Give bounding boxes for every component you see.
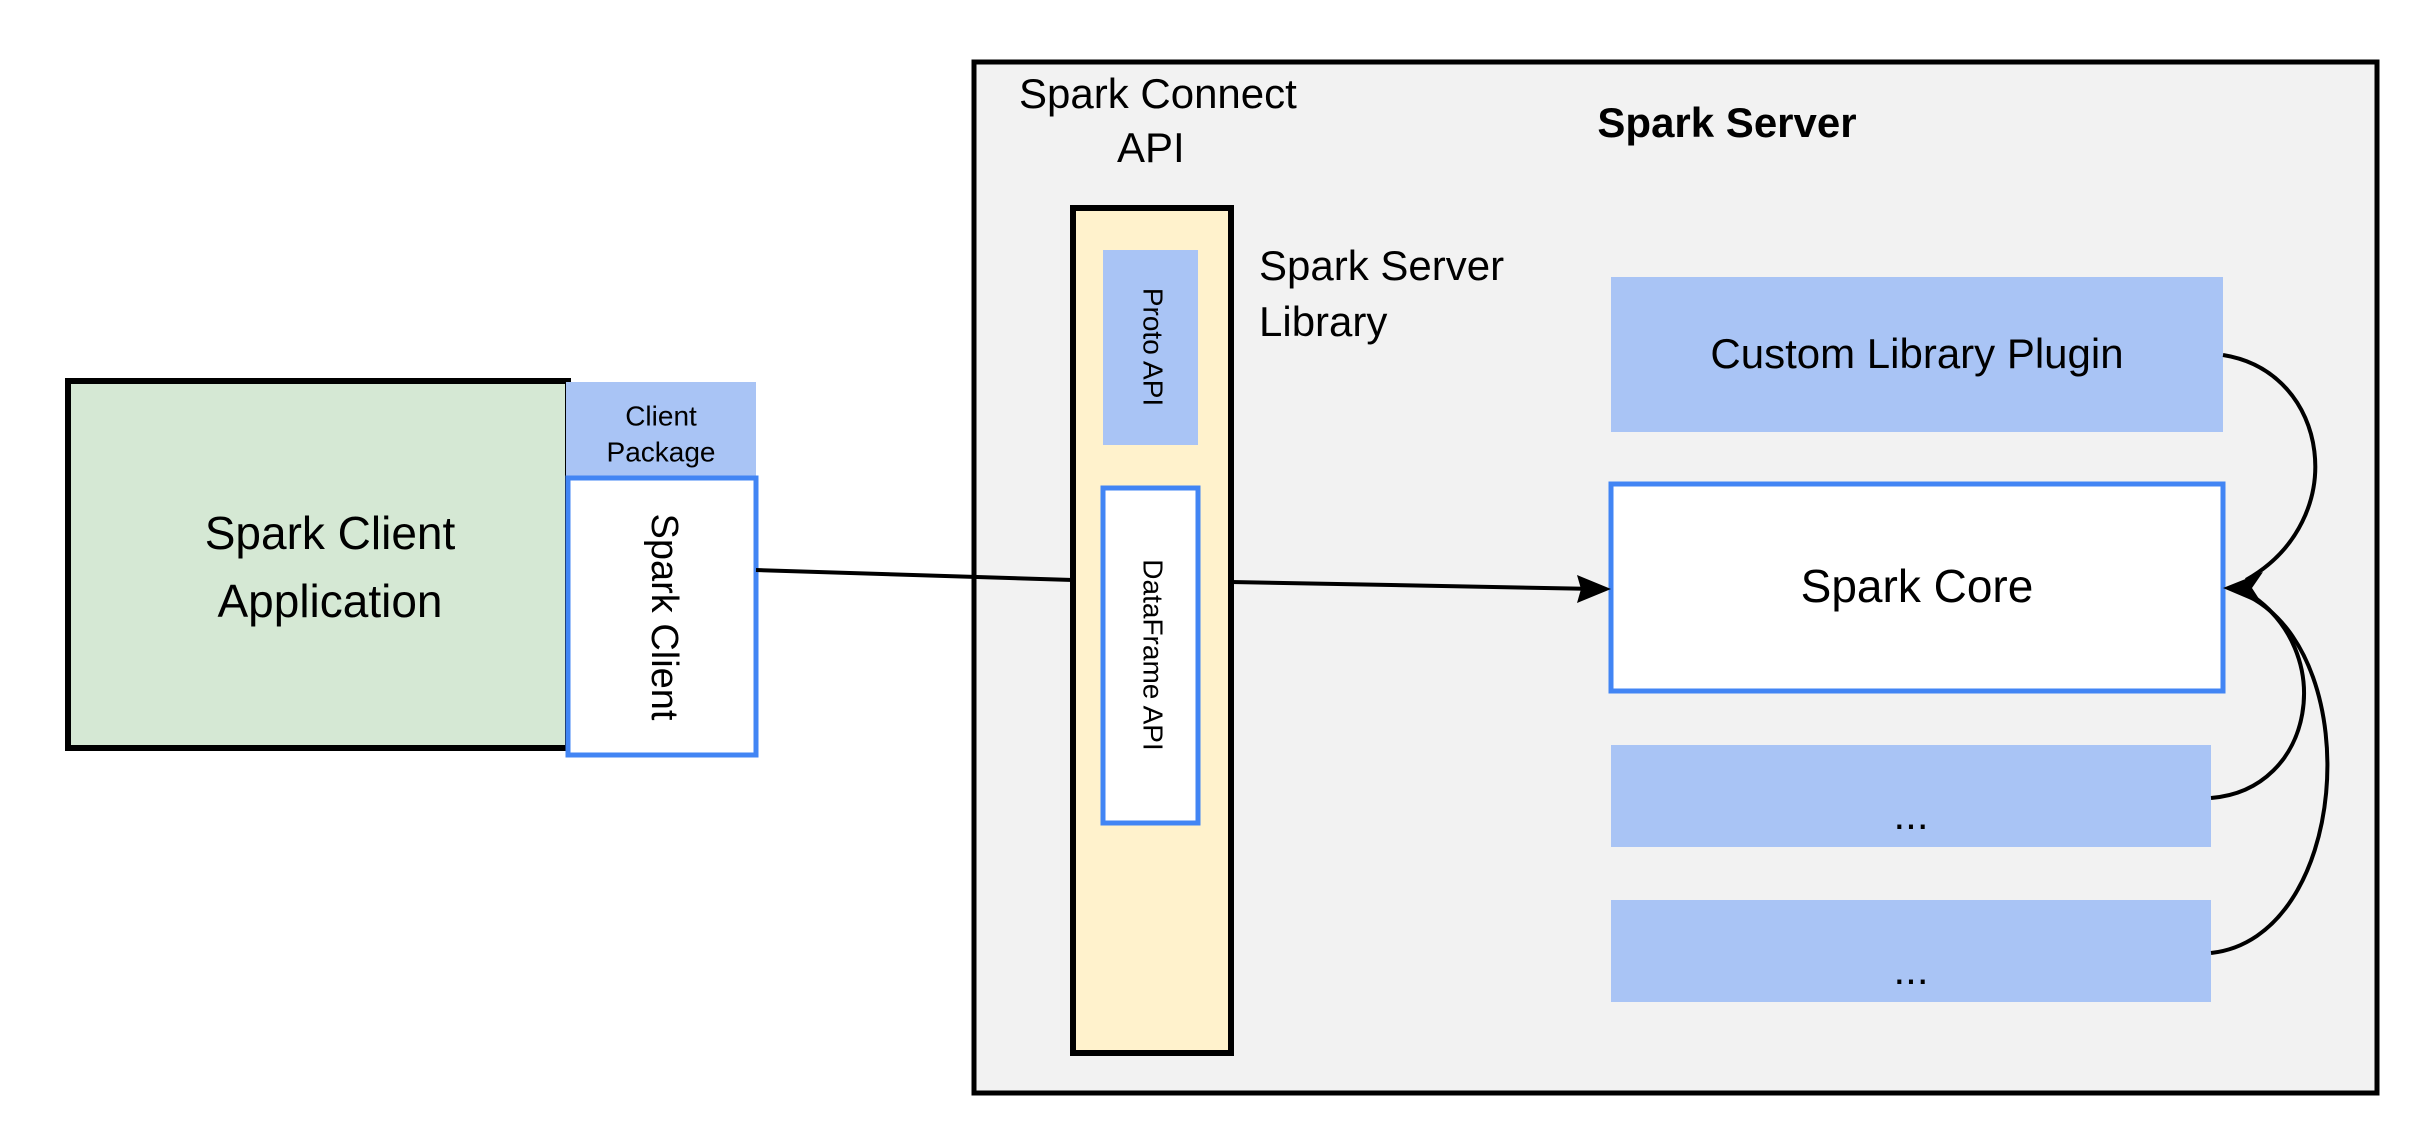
spark-client-application-box: [65, 378, 571, 751]
edge-api-to-spark-core: [1230, 580, 1599, 591]
edge-client-to-api: [755, 568, 1074, 582]
dataframe-api-label: DataFrame API: [1138, 559, 1169, 750]
dataframe-api-box: [1100, 485, 1201, 826]
spark-connect-api-label-line2: API: [1117, 124, 1185, 171]
edge-placeholder-2-to-spark-core: [2210, 595, 2330, 955]
spark-client-label: Spark Client: [643, 514, 685, 721]
spark-core-label: Spark Core: [1801, 560, 2034, 612]
spark-server-title: Spark Server: [1597, 99, 1856, 146]
client-package-box: [566, 382, 756, 478]
spark-core-incoming-arrowhead: [2223, 572, 2263, 605]
proto-api-label: Proto API: [1138, 288, 1169, 406]
client-package-label-line2: Package: [607, 436, 716, 467]
edge-api-to-spark-core-arrowhead: [1577, 575, 1611, 603]
placeholder-box-1: [1611, 745, 2211, 847]
spark-client-application-label-line1: Spark Client: [205, 507, 456, 559]
spark-connect-api-label-line1: Spark Connect: [1019, 70, 1297, 117]
edge-custom-library-plugin-to-spark-core: [2222, 353, 2318, 582]
proto-api-box: [1103, 250, 1198, 445]
custom-library-plugin-box: [1611, 277, 2223, 432]
client-package-label-line1: Client: [625, 400, 697, 431]
placeholder-box-2-label: ...: [1893, 946, 1928, 993]
spark-client-application-label-line2: Application: [217, 575, 442, 627]
placeholder-box-2: [1611, 900, 2211, 1002]
spark-client-box: [565, 475, 759, 758]
placeholder-box-1-label: ...: [1893, 791, 1928, 838]
custom-library-plugin-label: Custom Library Plugin: [1710, 330, 2123, 377]
spark-core-box: [1608, 481, 2226, 694]
spark-server-library-label-line2: Library: [1259, 298, 1387, 345]
spark-server-library-label-line1: Spark Server: [1259, 242, 1504, 289]
